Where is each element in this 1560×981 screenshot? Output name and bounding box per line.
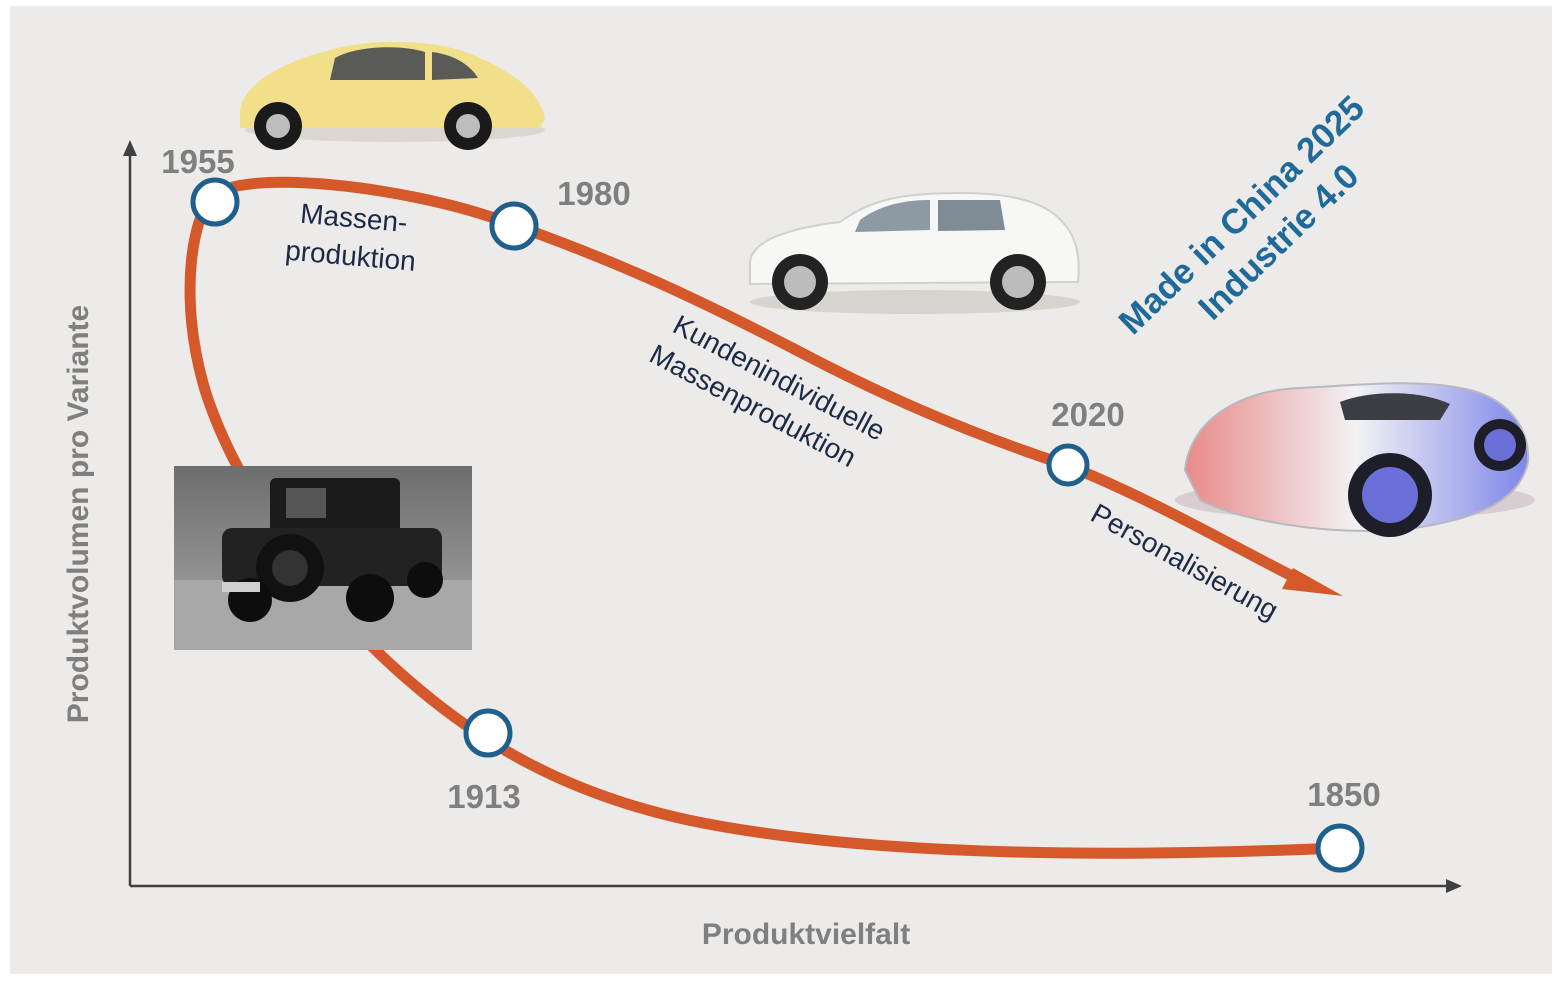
x-axis-title: Produktvielfalt bbox=[702, 918, 910, 951]
node-1913 bbox=[463, 708, 513, 758]
node-1980 bbox=[489, 201, 539, 251]
year-1913: 1913 bbox=[447, 778, 520, 815]
year-1955: 1955 bbox=[161, 143, 234, 180]
y-axis-arrowhead bbox=[123, 140, 137, 156]
node-2020 bbox=[1046, 443, 1090, 487]
vintage-black-sedan-image bbox=[174, 466, 472, 650]
node-1850 bbox=[1315, 823, 1365, 873]
white-suv-image bbox=[749, 191, 1080, 314]
yellow-beetle-car-image bbox=[240, 41, 545, 150]
axes bbox=[123, 140, 1462, 893]
node-1955 bbox=[190, 177, 240, 227]
futuristic-concept-car-image bbox=[1175, 382, 1535, 537]
year-1980: 1980 bbox=[557, 175, 630, 212]
year-1850: 1850 bbox=[1307, 776, 1380, 813]
curve-arrowhead bbox=[1282, 568, 1343, 596]
y-axis-title: Produktvolumen pro Variante bbox=[62, 305, 95, 723]
x-axis-arrowhead bbox=[1446, 879, 1462, 893]
year-2020: 2020 bbox=[1051, 396, 1124, 433]
